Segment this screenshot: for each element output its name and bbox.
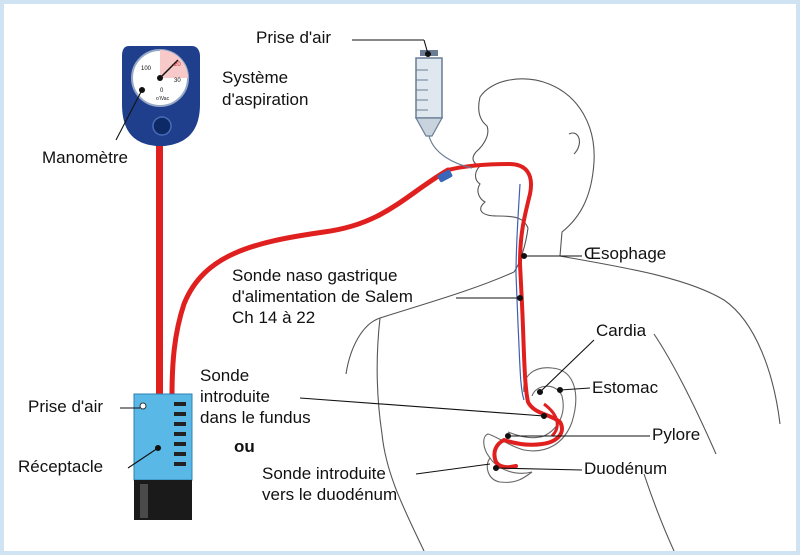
diagram-canvas: 100 -20 30 0 o'iVac Prise d'air Système … bbox=[4, 4, 796, 551]
receptacle-base-highlight bbox=[140, 484, 148, 518]
manometer-device bbox=[122, 46, 200, 146]
receptacle-slots bbox=[174, 402, 186, 466]
leader-cardia bbox=[539, 339, 595, 393]
duodenum-branch-tube bbox=[543, 402, 559, 438]
torso-right bbox=[643, 473, 675, 551]
head-outline bbox=[479, 78, 595, 257]
human-outline bbox=[345, 78, 781, 551]
shoulder-right bbox=[559, 255, 781, 425]
main-tube bbox=[169, 167, 451, 399]
duodenum-shape bbox=[486, 457, 533, 483]
arm-right bbox=[653, 333, 717, 455]
gauge-tick-minus20: -20 bbox=[172, 62, 181, 68]
gauge-needle bbox=[159, 59, 179, 79]
label-prise-air-left: Prise d'air bbox=[28, 397, 104, 416]
shoulder-left bbox=[345, 271, 515, 375]
syringe-tip bbox=[414, 117, 444, 137]
label-fundus-2: introduite bbox=[200, 387, 270, 406]
syringe-line bbox=[428, 135, 473, 169]
label-sonde-duo-2: vers le duodénum bbox=[262, 485, 398, 504]
receptacle-device bbox=[133, 393, 193, 520]
label-salem-1: Sonde naso gastrique bbox=[232, 266, 398, 285]
gauge-tick-0: 0 bbox=[160, 88, 164, 94]
leader-sonde-duo bbox=[415, 463, 491, 475]
esophagus-tube bbox=[446, 161, 564, 470]
arm-left bbox=[376, 317, 383, 435]
label-fundus-3: dans le fundus bbox=[200, 408, 311, 427]
gauge-hub bbox=[157, 75, 163, 81]
ear bbox=[568, 132, 580, 155]
label-estomac: Estomac bbox=[592, 378, 659, 397]
syringe bbox=[414, 50, 473, 169]
gauge-tick-30: 30 bbox=[174, 78, 181, 84]
gauge-tick-100: 100 bbox=[141, 66, 152, 72]
nose-connector bbox=[437, 169, 453, 183]
label-pylore: Pylore bbox=[652, 425, 701, 444]
label-duodenum: Duodénum bbox=[584, 459, 668, 478]
receptacle-air-port bbox=[139, 402, 147, 410]
label-ou: ou bbox=[234, 437, 255, 456]
label-systeme-2: d'aspiration bbox=[222, 90, 309, 109]
label-sonde-duo-1: Sonde introduite bbox=[262, 464, 386, 483]
diagram-svg bbox=[115, 39, 781, 551]
label-prise-air-top: Prise d'air bbox=[256, 28, 332, 47]
vertical-tube bbox=[156, 146, 163, 396]
label-receptacle: Réceptacle bbox=[18, 457, 104, 476]
label-salem-2: d'alimentation de Salem bbox=[232, 287, 413, 306]
syringe-barrel bbox=[415, 57, 443, 119]
leader-lines bbox=[115, 39, 650, 475]
syringe-graduations bbox=[416, 69, 428, 111]
label-fundus-1: Sonde bbox=[200, 366, 250, 385]
label-salem-3: Ch 14 à 22 bbox=[232, 308, 316, 327]
manometer-knob bbox=[152, 116, 172, 136]
torso-left bbox=[381, 433, 425, 551]
face-profile bbox=[472, 96, 529, 229]
label-oesophage: Œsophage bbox=[584, 244, 667, 263]
leader-fundus bbox=[299, 397, 545, 417]
connector-body bbox=[437, 169, 453, 183]
leader-manometre bbox=[115, 89, 143, 141]
leader-duodenum bbox=[495, 467, 583, 471]
leader-receptacle bbox=[127, 447, 159, 469]
label-manometre: Manomètre bbox=[42, 148, 128, 167]
label-cardia: Cardia bbox=[596, 321, 647, 340]
label-systeme-1: Système bbox=[222, 68, 289, 87]
leader-estomac bbox=[559, 387, 591, 391]
esophagus-inner-line bbox=[515, 183, 525, 401]
gauge-brand: o'iVac bbox=[156, 96, 170, 102]
stomach-shape bbox=[483, 367, 577, 474]
